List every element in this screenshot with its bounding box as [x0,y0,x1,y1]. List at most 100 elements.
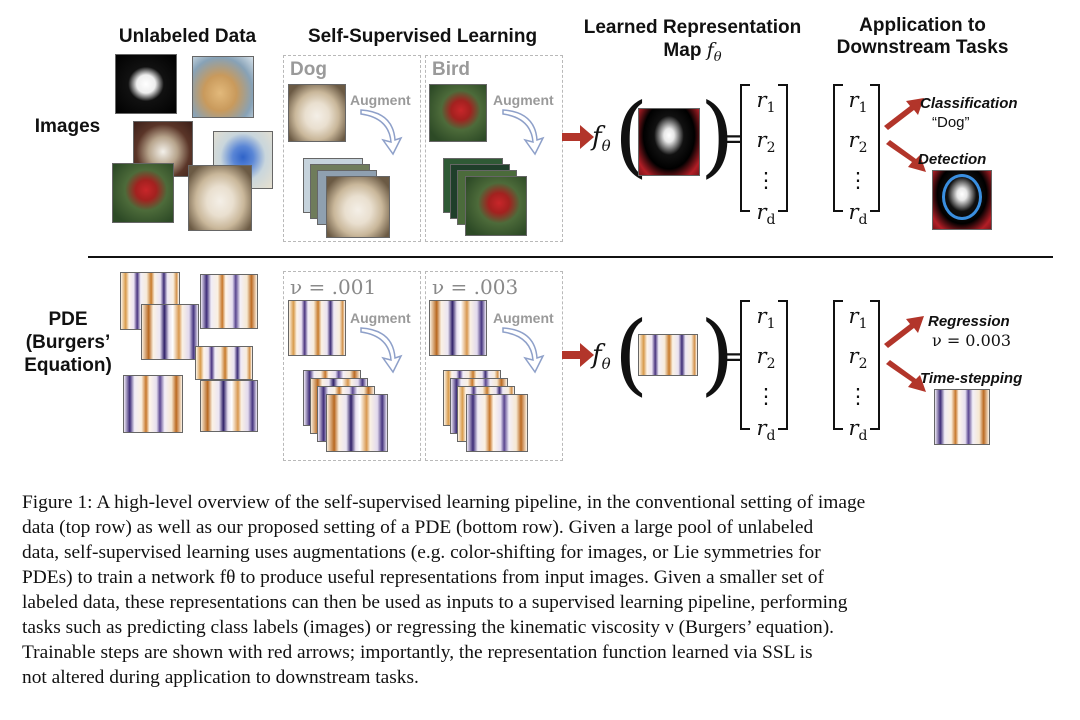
caption-line: data, self-supervised learning uses augm… [22,542,821,563]
header-learned-representation: Learned Representation Map fθ [570,17,815,69]
vector-entry: rd [756,200,776,229]
vector-entry: rd [756,416,776,445]
pde-nu2-aug-4 [466,394,528,452]
ssl-dog-original [288,84,346,142]
figure-caption: Figure 1: A high-level overview of the s… [22,490,1052,690]
trainable-arrow-bottom-icon [562,343,594,367]
ssl-panel-nu-001: ν = .001 [283,271,421,461]
paren-close-bottom: ) [700,302,735,405]
header-unlabeled-data: Unlabeled Data [118,26,257,47]
row-divider [88,256,1053,258]
f-theta-top: fθ [592,122,611,156]
ssl-bird-original [429,84,487,142]
pde-input [638,334,698,376]
header-app-line1: Application to [859,15,986,36]
equals-top: = [721,122,745,155]
regression-arrow-icon [884,316,924,348]
regression-result: ν = 0.003 [932,331,1012,350]
pde-sample-5 [123,375,183,433]
header-application: Application to Downstream Tasks [815,15,1030,59]
vector-entry: r1 [756,88,776,117]
ssl-panel-bird: Bird [425,55,563,242]
detection-image [932,170,992,230]
augment-label-bird: Augment [493,92,554,108]
ssl-panel-dog: Dog [283,55,421,242]
caption-line: not altered during application to downst… [22,667,419,688]
bracket-left-task-bottom [833,300,843,430]
augment-arrow-nu2-icon [502,327,545,374]
vector-entry: r2 [848,344,868,373]
dog-image [188,165,252,231]
vector-entry: r2 [756,128,776,157]
bracket-right-bottom [778,300,788,430]
augment-label-nu1: Augment [350,310,411,326]
classification-result: “Dog” [932,114,970,131]
row-label-pde-line3: Equation) [24,355,112,376]
bird-aug-stack-4 [465,176,527,236]
vector-dots: ⋮ [755,168,777,193]
caption-line: labeled data, these representations can … [22,592,848,613]
caption-line: Trainable steps are shown with red arrow… [22,642,813,663]
ssl-panel-title-nu-001: ν = .001 [290,275,377,299]
vector-entry: r1 [756,304,776,333]
vector-r-bottom: r1 r2 ⋮ rd [746,300,786,453]
vector-r-top: r1 r2 ⋮ rd [746,84,786,237]
bracket-left-bottom [740,300,750,430]
detection-arrow-icon [886,140,926,172]
pde-nu2-original [429,300,487,356]
vector-entry: r2 [848,128,868,157]
header-self-supervised-learning: Self-Supervised Learning [307,26,538,47]
row-label-images: Images [34,116,101,137]
task-detection: Detection [918,151,987,168]
vector-entry: rd [848,416,868,445]
golden-dog-image [192,56,254,118]
timestepping-arrow-icon [886,360,926,392]
caption-line: PDEs) to train a network fθ to produce u… [22,567,824,588]
pde-sample-4 [195,346,253,380]
augment-label-dog: Augment [350,92,411,108]
vector-entry: r1 [848,304,868,333]
bracket-left-top [740,84,750,212]
vector-dots: ⋮ [847,384,869,409]
vector-r-task-top: r1 r2 ⋮ rd [838,84,878,237]
detection-circle [942,174,982,220]
vector-dots: ⋮ [847,168,869,193]
task-time-stepping: Time-stepping [920,370,1023,387]
border-collie-input [638,108,700,176]
pde-sample-6 [200,380,258,432]
equals-bottom: = [721,340,745,373]
pde-sample-3 [141,304,199,360]
time-stepping-output [934,389,990,445]
paren-close-top: ) [700,84,735,187]
row-label-pde-line2: (Burgers’ [25,332,111,353]
ssl-panel-title-nu-003: ν = .003 [432,275,519,299]
classification-arrow-icon [884,98,924,130]
augment-label-nu2: Augment [493,310,554,326]
dove-image [115,54,177,114]
ssl-panel-title-dog: Dog [290,59,327,80]
pde-nu1-original [288,300,346,356]
bracket-right-task-top [870,84,880,212]
task-classification: Classification [920,95,1018,112]
header-learned-line2: Map fθ [663,39,722,65]
augment-arrow-dog-icon [360,109,403,156]
pde-nu1-aug-4 [326,394,388,452]
ssl-panel-nu-003: ν = .003 [425,271,563,461]
trainable-arrow-top-icon [562,125,594,149]
vector-entry: r2 [756,344,776,373]
bracket-right-top [778,84,788,212]
vector-entry: r1 [848,88,868,117]
augment-arrow-bird-icon [502,109,545,156]
bracket-left-task-top [833,84,843,212]
cardinal-image [112,163,174,223]
task-regression: Regression [928,313,1010,330]
caption-line: tasks such as predicting class labels (i… [22,617,835,638]
pde-sample-2 [200,274,258,329]
dog-aug-stack-4 [326,176,390,238]
f-theta-bottom: fθ [592,340,611,374]
row-label-pde: PDE (Burgers’ Equation) [18,308,118,377]
vector-entry: rd [848,200,868,229]
vector-r-task-bottom: r1 r2 ⋮ rd [838,300,878,453]
augment-arrow-nu1-icon [360,327,403,374]
bracket-right-task-bottom [870,300,880,430]
